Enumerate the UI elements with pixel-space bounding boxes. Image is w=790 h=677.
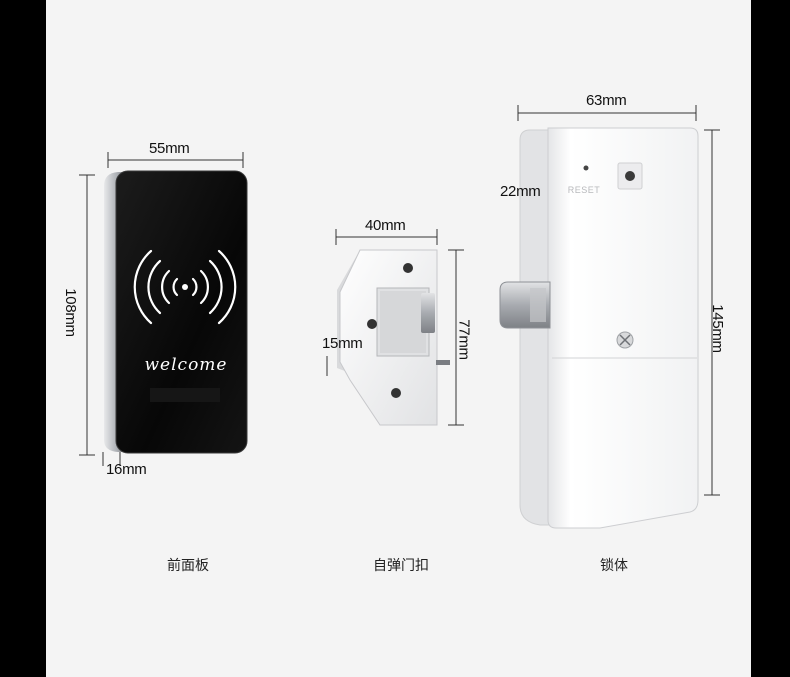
panel-width-label: 55mm [149,140,190,157]
panel-display-strip [150,388,220,402]
lock-screw-cross [619,334,631,346]
strike-width-label: 40mm [365,217,406,234]
strike-opening-inner [380,291,426,353]
reset-hole [583,165,589,171]
strike-screw-hole-top [403,263,413,273]
lock-depth-label: 22mm [500,183,541,200]
strike-pin [436,360,450,365]
strike-spring-latch [421,293,435,333]
panel-depth-dimension-line [102,452,121,466]
strike-screw-hole-bottom [391,388,401,398]
reset-label: RESET [568,185,601,195]
lock-body: RESET [499,105,720,529]
strike-height-dimension-line [448,249,464,426]
lock-height-dimension-line [704,129,720,496]
panel-black-face [115,170,248,454]
lock-height-label: 145mm [708,304,726,353]
nfc-wireless-icon [133,249,237,325]
strike-depth-label: 15mm [322,335,363,352]
lock-width-dimension-line [517,105,697,121]
lock-width-label: 63mm [586,92,627,109]
panel-height-dimension-line [79,174,95,456]
front-panel: welcome [79,152,248,466]
lock-front-face [547,127,699,529]
panel-welcome-logo: welcome [145,355,228,375]
caption-strike-plate: 自弹门扣 [373,558,429,574]
strike-height-label: 77mm [455,319,473,360]
caption-lock-body: 锁体 [600,558,628,574]
panel-depth-label: 16mm [106,461,147,478]
strike-side-face [337,250,360,375]
strike-width-dimension-line [335,229,438,245]
panel-height-label: 108mm [61,288,79,337]
caption-front-panel: 前面板 [167,558,209,574]
strike-screw-hole-left [367,319,377,329]
panel-width-dimension-line [107,152,244,168]
lock-bolt-highlight [530,288,546,322]
lock-mount-hole [625,171,635,181]
strike-plate [326,229,464,426]
